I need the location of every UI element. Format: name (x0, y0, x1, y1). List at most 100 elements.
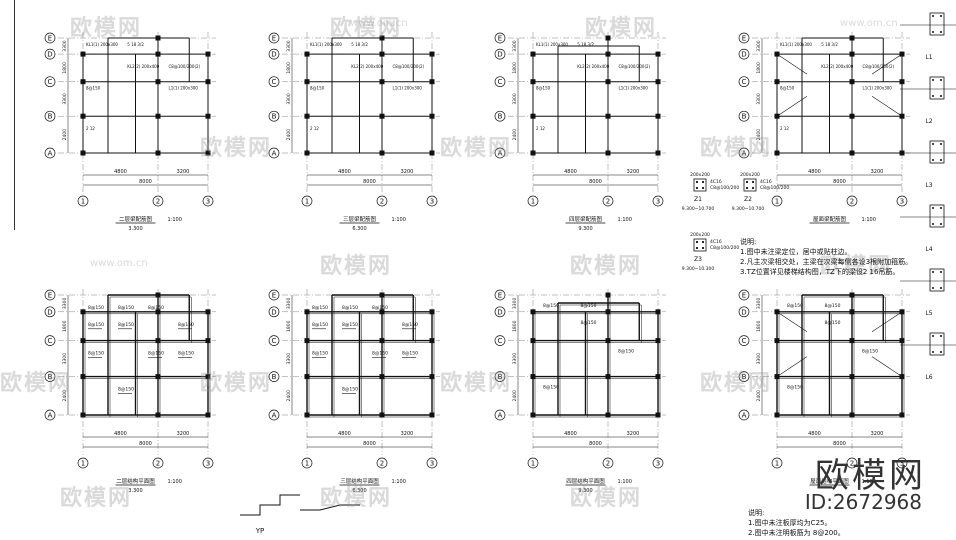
axis-bubble-label: A (272, 150, 277, 158)
beam-section (929, 332, 945, 356)
plan-title: 三层结构平面图 (340, 477, 379, 485)
roof-ridge-line (871, 356, 903, 377)
beam-annotation: C8@100/200(2) (863, 64, 895, 69)
beam-section (929, 140, 945, 164)
plan-title: 四层结构平面图 (566, 477, 605, 485)
column-mark (429, 412, 435, 418)
rebar-dot (932, 143, 934, 145)
column-size: 200x200 (690, 232, 710, 238)
column-name: Z1 (694, 196, 702, 203)
plan-scale: 1:100 (168, 479, 182, 485)
dimension-text: 3300 (286, 93, 292, 105)
axis-bubble (44, 371, 56, 382)
column-mark (655, 338, 661, 344)
axis-bubble-label: C (498, 78, 503, 86)
column-mark (205, 338, 211, 344)
stair-profile (300, 504, 360, 511)
slab-rebar-annotation: 8@150 (372, 305, 388, 311)
beam-annotation: C8@100/200(2) (393, 64, 425, 69)
column-mark (605, 150, 611, 156)
beam-annotation: KL2(2) 200x400 (821, 64, 853, 69)
slab-rebar-annotation: 8@150 (88, 305, 104, 311)
axis-bubble-label: B (742, 373, 747, 381)
axis-bubble-label: 2 (850, 460, 854, 468)
rebar-dot (940, 287, 942, 289)
column-mark (774, 79, 780, 85)
beam-annotation: L1(1) 200x300 (619, 86, 649, 91)
column-mark (155, 338, 161, 344)
rebar-dot (940, 271, 942, 273)
column-range: 9.300~10.700 (732, 206, 765, 212)
column-mark (530, 412, 536, 418)
axis-bubble-label: E (272, 35, 276, 43)
dimension-text: 3200 (401, 431, 414, 437)
axis-bubble (202, 195, 214, 207)
brand-id: ID:2672968 (804, 490, 922, 514)
axis-bubble-label: D (741, 51, 746, 59)
axis-bubble (426, 195, 438, 207)
dimension-text: 1800 (62, 320, 68, 332)
dimension-text: 2400 (286, 390, 292, 402)
notes-top: 说明: 1.图中未注梁定位，居中或贴柱边。 2.凡主次梁相交处，主梁在次梁每侧各… (740, 237, 912, 277)
dimension-text: 8000 (363, 441, 376, 447)
roof-ridge-line (776, 356, 808, 377)
axis-bubble (268, 289, 280, 301)
column-mark (304, 150, 310, 156)
beam-annotation: 2 12 (310, 126, 319, 131)
plan-scale: 1:100 (862, 479, 876, 485)
roof-ridge-line (776, 53, 808, 75)
column-mark (530, 113, 536, 119)
axis-bubble-label: B (272, 113, 277, 121)
dimension-text: 3200 (871, 169, 884, 175)
slab-rebar-annotation: 8@150 (342, 322, 358, 328)
axis-bubble (268, 48, 280, 60)
column-mark (379, 150, 385, 156)
beam-section (929, 12, 945, 36)
axis-bubble-label: 2 (380, 460, 384, 468)
dimension-text: 3300 (62, 93, 68, 105)
axis-bubble (771, 457, 783, 469)
axis-bubble (652, 195, 664, 207)
beam-annotation: KL2(2) 200x400 (127, 64, 159, 69)
dimension-text: 3300 (512, 298, 518, 310)
axis-bubble (494, 110, 506, 122)
axis-bubble (771, 195, 783, 207)
dimension-text: 8000 (589, 441, 602, 447)
plan-title: 屋面结构平面图 (810, 477, 849, 485)
rebar-dot (751, 180, 755, 184)
dimension-text: 3200 (177, 169, 190, 175)
roof-ridge-line (776, 95, 808, 117)
rebar-dot (940, 335, 942, 337)
brand-logo: 欧模网 (815, 456, 926, 496)
axis-bubble-label: 1 (81, 198, 85, 206)
axis-bubble (652, 457, 664, 469)
axis-bubble (426, 457, 438, 469)
column-mark (655, 374, 661, 380)
column-mark (849, 309, 855, 315)
rebar-dot (940, 143, 942, 145)
column-mark (379, 412, 385, 418)
section-name: L1 (925, 54, 932, 61)
axis-bubble-label: B (272, 373, 277, 381)
column-range: 9.300~10.700 (682, 206, 715, 212)
dimension-text: 2400 (286, 129, 292, 141)
axis-bubble (152, 195, 164, 207)
beam-annotation: 5 18 3/2 (127, 42, 144, 47)
column-mark (304, 374, 310, 380)
plan-elevation: 6.300 (352, 226, 366, 232)
slab-rebar-annotation: 8@150 (825, 320, 841, 326)
axis-bubble-label: C (272, 78, 277, 86)
plan-elevation: 9.300 (578, 488, 592, 494)
column-mark (205, 309, 211, 315)
dimension-text: 4800 (338, 169, 351, 175)
column-mark (849, 338, 855, 344)
axis-bubble-label: D (271, 51, 276, 59)
beam-annotation: C8@100/200(2) (619, 64, 651, 69)
column-mark (605, 113, 611, 119)
axis-bubble (202, 457, 214, 469)
rebar-dot (932, 79, 934, 81)
axis-bubble-label: C (742, 78, 747, 86)
notes-line: 1.图中未注板厚均为C25。 (748, 519, 832, 527)
column-mark (530, 338, 536, 344)
